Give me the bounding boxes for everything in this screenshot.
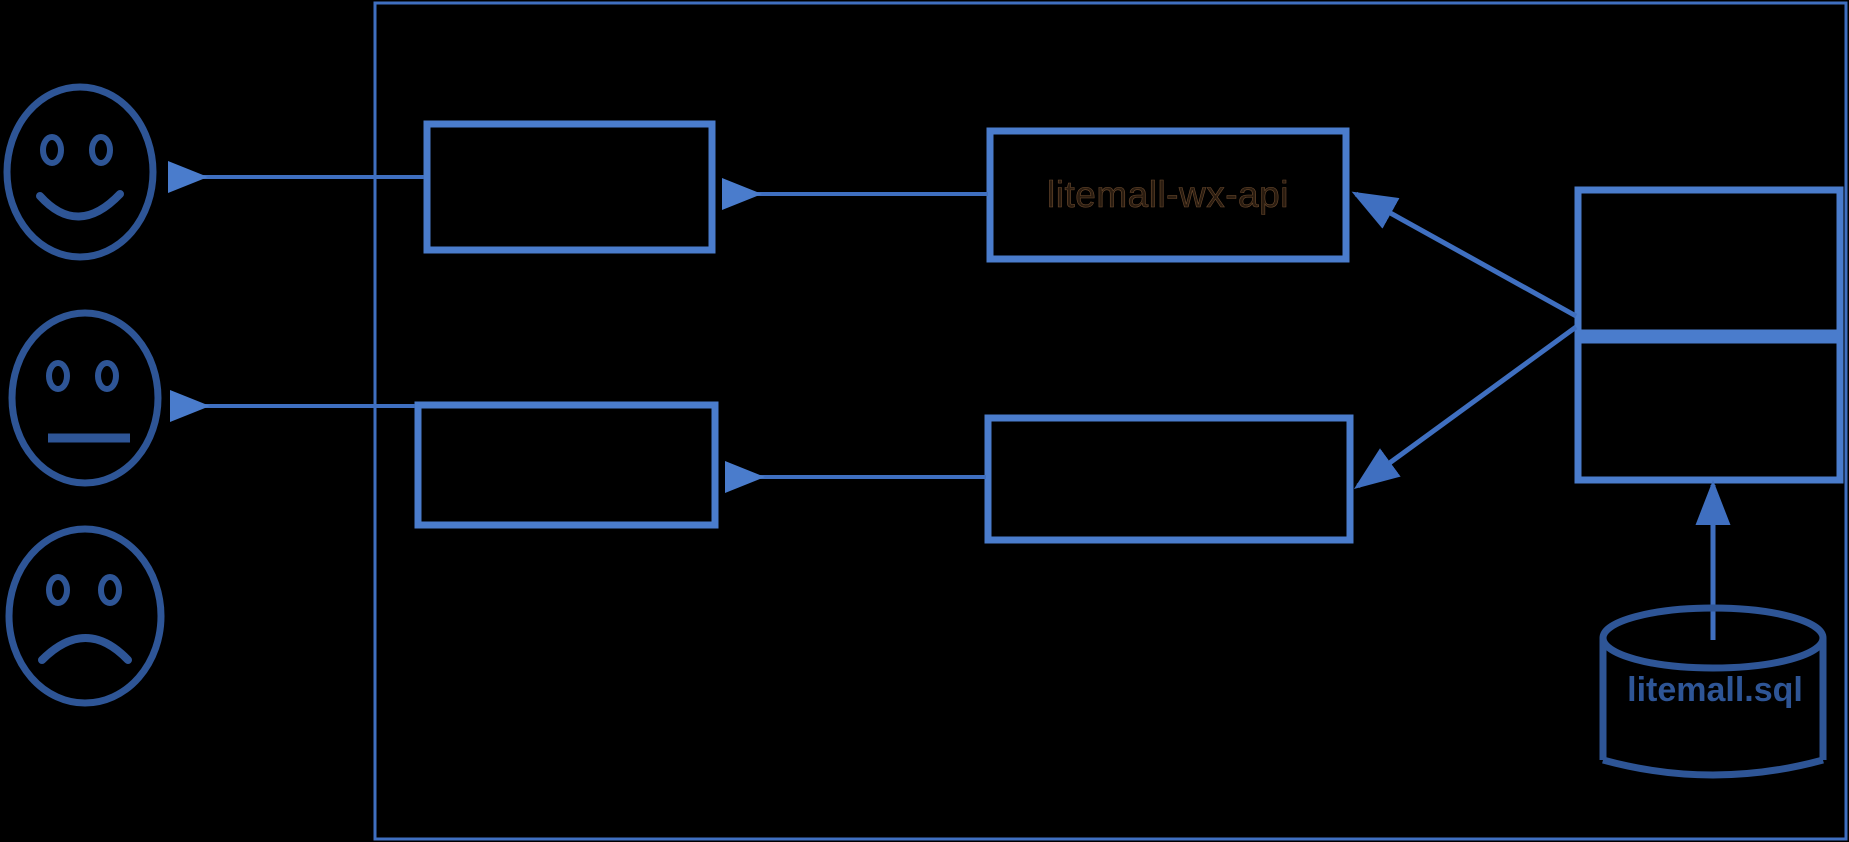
box-right-bottom[interactable] bbox=[1574, 336, 1844, 484]
box-mid-center[interactable] bbox=[984, 414, 1354, 544]
smiley-face-neutral-icon bbox=[8, 309, 162, 487]
arrow-right-to-mid-center bbox=[1353, 324, 1578, 489]
system-boundary-container bbox=[373, 1, 1848, 841]
box-mid-left[interactable] bbox=[414, 401, 719, 529]
smiley-face-happy-icon bbox=[3, 83, 157, 261]
smiley-face-sad-icon bbox=[5, 525, 165, 707]
box-top-left[interactable] bbox=[423, 120, 716, 254]
box-right-top[interactable] bbox=[1574, 186, 1844, 337]
arrow-right-to-wx-api bbox=[1351, 191, 1578, 319]
box-wx-api[interactable] bbox=[986, 127, 1350, 263]
db-cylinder-litemall-sql[interactable] bbox=[1599, 604, 1827, 779]
